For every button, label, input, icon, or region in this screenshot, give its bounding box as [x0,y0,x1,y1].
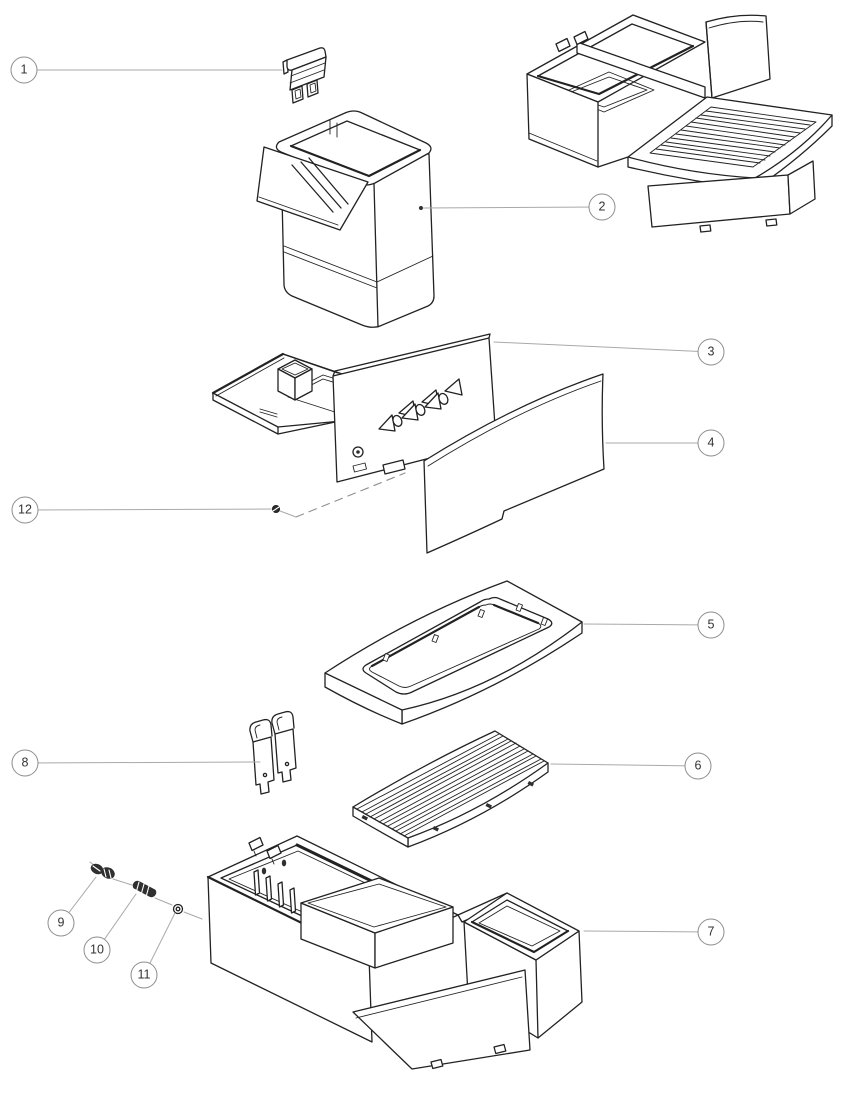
callout-12: 12 [11,496,39,524]
callout-number: 8 [21,755,29,770]
callout-number: 6 [694,758,702,773]
callout-number: 10 [90,942,104,957]
callout-8: 8 [11,749,39,777]
callout-number: 7 [707,924,715,939]
callout-3: 3 [697,338,725,366]
callout-5: 5 [697,611,725,639]
callout-number: 9 [57,915,65,930]
part-spring [132,880,157,898]
callout-number: 12 [18,502,32,517]
assembled-unit [526,14,833,233]
part-front-panel [423,373,605,554]
callout-number: 11 [137,967,151,982]
callout-number: 5 [707,617,715,632]
leader-line-6 [550,763,699,767]
part-washer [172,903,184,915]
leader-line-3 [493,341,712,353]
part-micro-screw [271,472,406,518]
leader-line-5 [583,623,712,626]
callout-number: 2 [598,199,606,214]
part-drip-grid [352,730,549,848]
leader-line-2 [422,206,603,209]
leader-line-12 [24,508,272,511]
callout-11: 11 [130,961,158,989]
fastener-set [89,861,203,920]
callout-1: 1 [10,56,38,84]
callout-2: 2 [588,193,616,221]
callout-9: 9 [47,909,75,937]
callout-number: 3 [707,344,715,359]
part-grounds-container [256,110,435,328]
part-contact-brackets [249,710,297,795]
callout-10: 10 [83,936,111,964]
part-retaining-clip [282,47,327,104]
leader-line-8 [24,761,261,764]
part-base-tray [206,835,583,1070]
part-screw [90,863,115,879]
callout-6: 6 [684,752,712,780]
leader-line-7 [583,930,712,933]
callout-number: 1 [20,62,28,77]
callout-4: 4 [697,429,725,457]
callout-7: 7 [697,918,725,946]
part-tray-frame [324,580,583,725]
callout-number: 4 [707,435,715,450]
